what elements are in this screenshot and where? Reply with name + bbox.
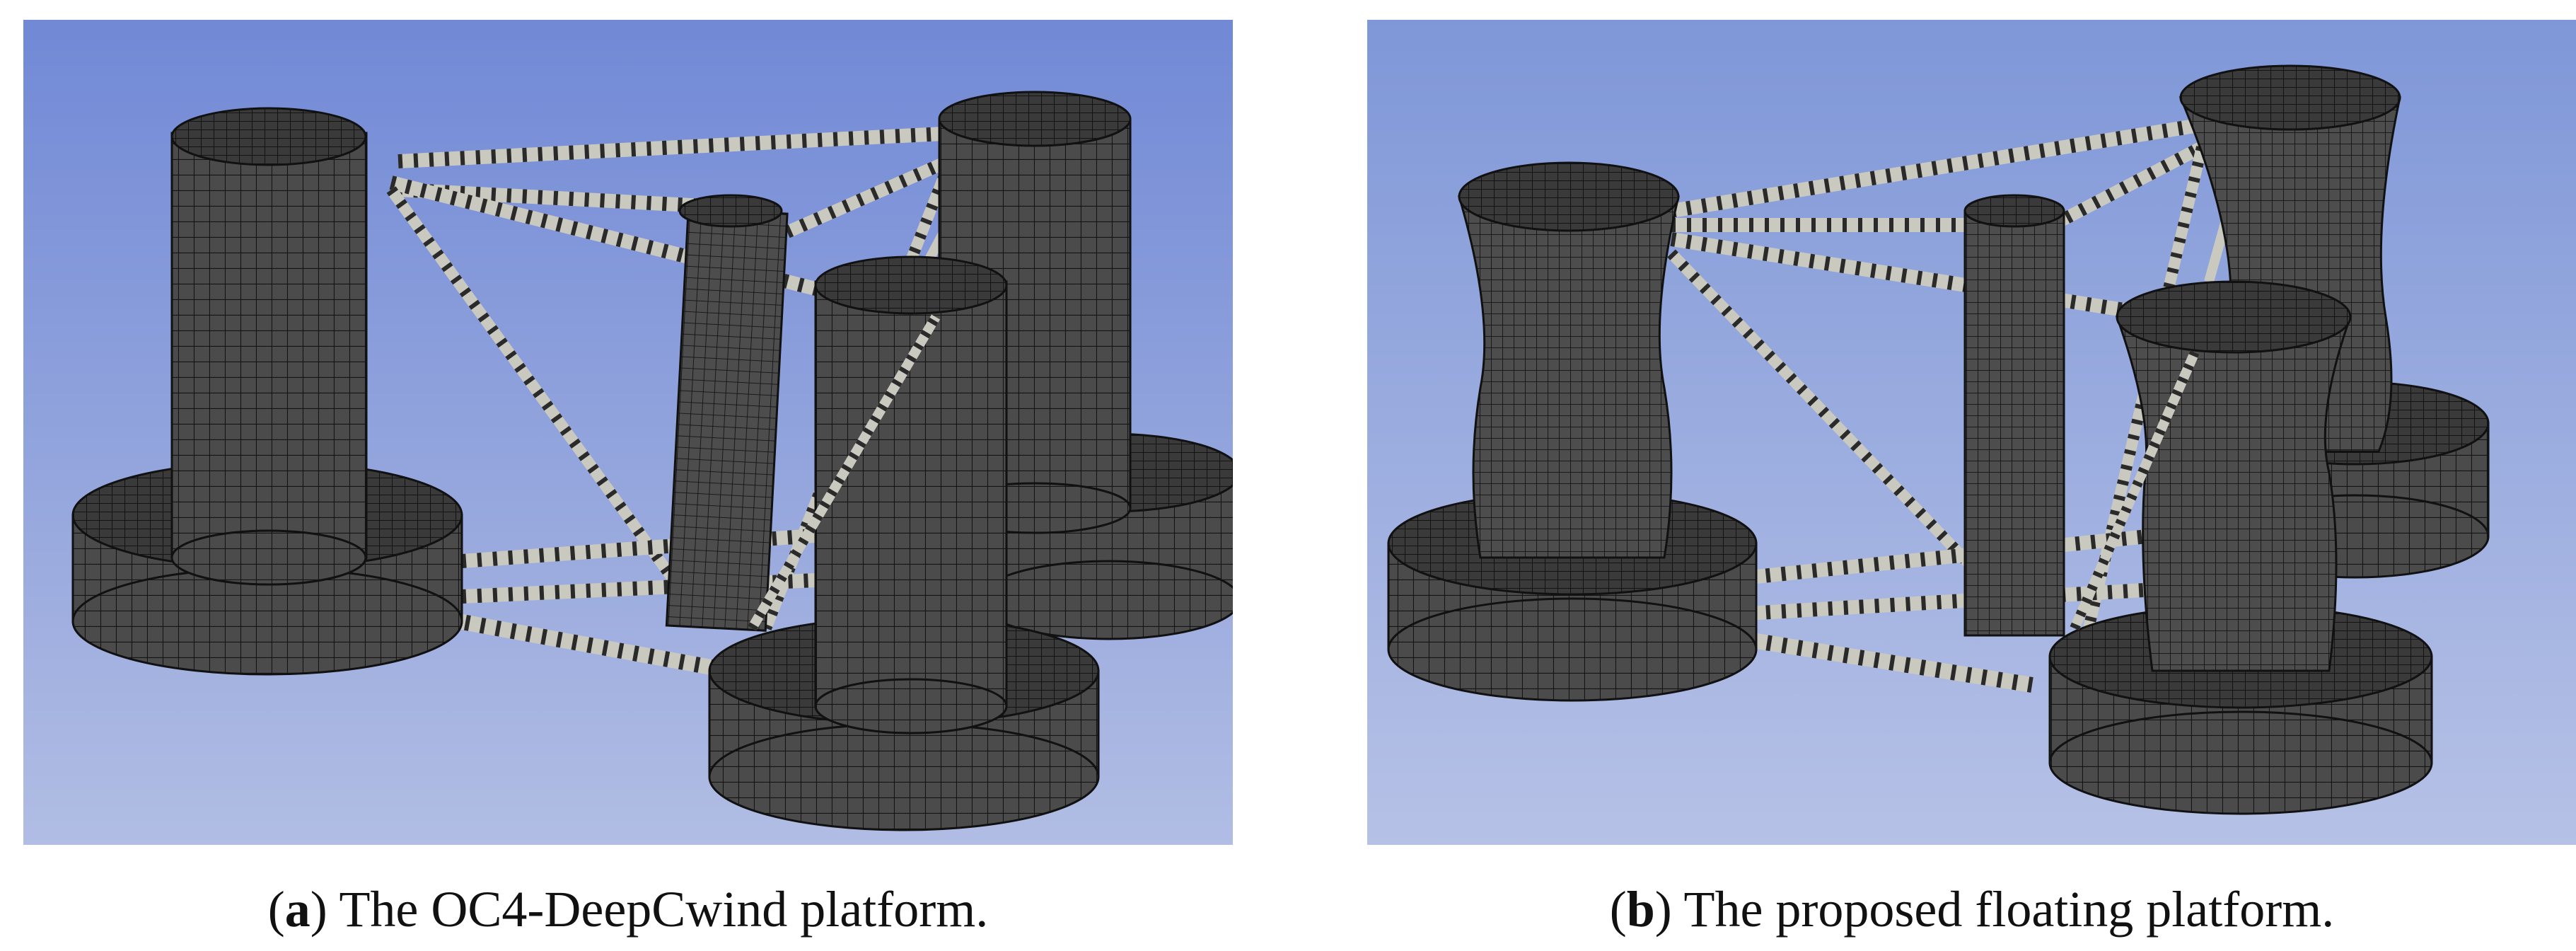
caption-a-label: a (284, 881, 311, 938)
column-left (71, 107, 463, 676)
oc4-deepcwind-render (23, 20, 1233, 845)
column-center (665, 194, 789, 632)
column-front-right (708, 255, 1100, 831)
panel-b-image (1367, 20, 2576, 845)
caption-a: (a) The OC4-DeepCwind platform. (267, 881, 989, 938)
bracing-front (747, 314, 941, 631)
column-center (1963, 194, 2065, 637)
proposed-platform-render (1367, 20, 2576, 845)
column-left (1387, 161, 1758, 702)
caption-b: (b) The proposed floating platform. (1609, 881, 2335, 938)
bracing-front (2070, 350, 2200, 630)
bracing-members (1667, 119, 2292, 693)
caption-b-text: The proposed floating platform. (1683, 881, 2335, 938)
caption-b-label: b (1626, 881, 1655, 938)
panel-a-image (23, 20, 1233, 845)
caption-a-text: The OC4-DeepCwind platform. (339, 881, 989, 938)
